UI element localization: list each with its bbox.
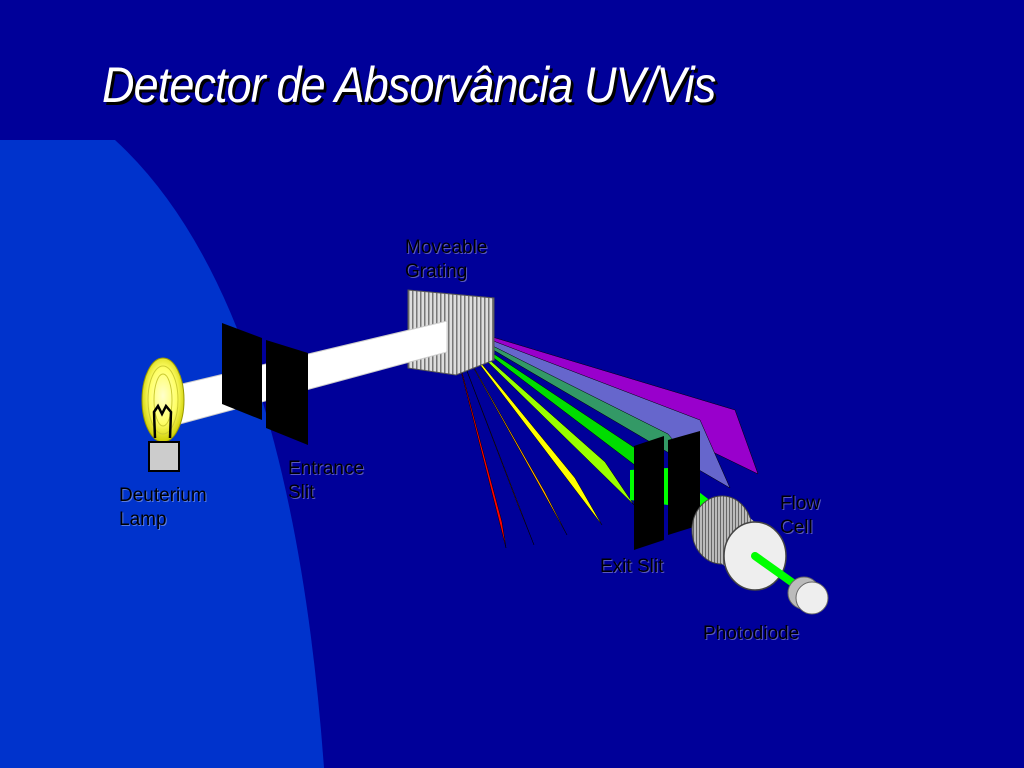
photodiode-label: Photodiode: [703, 623, 800, 644]
exit-slit-label: Exit Slit: [600, 556, 664, 577]
flow-cell-label: Flow Cell: [780, 492, 820, 540]
spectrum-strip: [448, 323, 635, 506]
deuterium-lamp-label-line2: Lamp: [119, 509, 167, 530]
flow-cell: [691, 495, 804, 592]
slide-title: Detector de Absorvância UV/Vis: [102, 57, 716, 113]
flow-cell-label-line1: Flow: [780, 493, 821, 514]
deuterium-lamp: [141, 357, 185, 472]
lamp-base: [148, 441, 180, 472]
photodiode: [787, 576, 829, 615]
deuterium-lamp-label: Deuterium Lamp: [119, 484, 207, 532]
spectrum-strip: [448, 323, 568, 536]
entrance-slit: [222, 323, 308, 445]
moveable-grating-label-line1: Moveable: [405, 237, 488, 258]
exit-slit: [634, 431, 700, 550]
spectrum-strip: [448, 323, 507, 549]
entrance-slit-label-line2: Slit: [288, 482, 315, 503]
entrance-slit-label: Entrance Slit: [288, 457, 364, 505]
entrance-slit-label-line1: Entrance: [288, 458, 365, 479]
moveable-grating-label-line2: Grating: [405, 261, 468, 282]
deuterium-lamp-label-line1: Deuterium: [119, 485, 207, 506]
moveable-grating-label: Moveable Grating: [405, 236, 487, 284]
spectrum-strip: [448, 323, 535, 546]
lamp-filament: [152, 403, 173, 439]
flow-cell-label-line2: Cell: [780, 517, 813, 538]
spectrum-strip: [448, 323, 603, 526]
